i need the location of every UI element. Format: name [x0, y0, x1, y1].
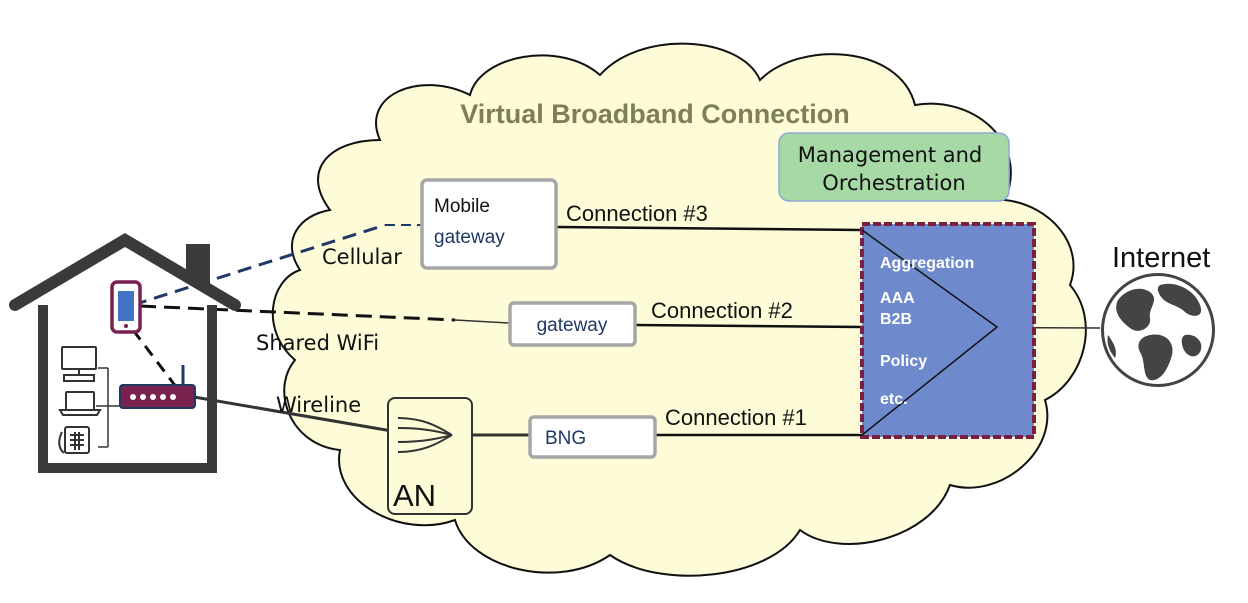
connection-3-label: Connection #3 — [566, 201, 708, 226]
splitter-icon — [397, 417, 453, 453]
mobile-gateway-line2: gateway — [434, 227, 505, 248]
house-icon — [9, 233, 241, 473]
bng-label: BNG — [545, 428, 586, 449]
agg-item-b2b: B2B — [880, 311, 912, 328]
connection-1-label: Connection #1 — [665, 405, 807, 430]
bng-box: BNG — [528, 415, 657, 459]
wifi-gateway-label: gateway — [537, 315, 608, 336]
access-node: AN — [387, 397, 473, 515]
diagram-title: Virtual Broadband Connection — [460, 99, 850, 129]
desktop-icon — [61, 346, 97, 382]
router-icon — [119, 365, 196, 409]
cellular-label: Cellular — [322, 245, 402, 269]
device-wiring — [96, 367, 120, 448]
laptop-icon — [58, 391, 102, 416]
agg-item-aaa: AAA — [880, 290, 915, 307]
mobile-gateway-box: Mobile gateway — [420, 178, 558, 270]
wifi-label: Shared WiFi — [256, 331, 379, 355]
wireline-label: Wireline — [276, 393, 361, 417]
management-line1: Management and — [798, 143, 983, 167]
management-orchestration-box: Management and Orchestration — [778, 132, 1010, 202]
access-node-label: AN — [393, 478, 436, 513]
agg-item-policy: Policy — [880, 353, 927, 370]
globe-icon — [1101, 273, 1215, 387]
internet-label: Internet — [1112, 242, 1210, 274]
agg-item-etc: etc. — [880, 391, 908, 408]
wifi-gateway-box: gateway — [508, 301, 637, 347]
management-line2: Orchestration — [822, 171, 965, 195]
connection-2-label: Connection #2 — [651, 298, 793, 323]
phone-icon — [110, 280, 142, 334]
mobile-gateway-line1: Mobile — [434, 196, 490, 217]
agg-item-aggregation: Aggregation — [880, 255, 974, 272]
aggregation-block: Aggregation AAA B2B Policy etc. — [860, 222, 1036, 439]
telephone-icon — [58, 426, 90, 454]
